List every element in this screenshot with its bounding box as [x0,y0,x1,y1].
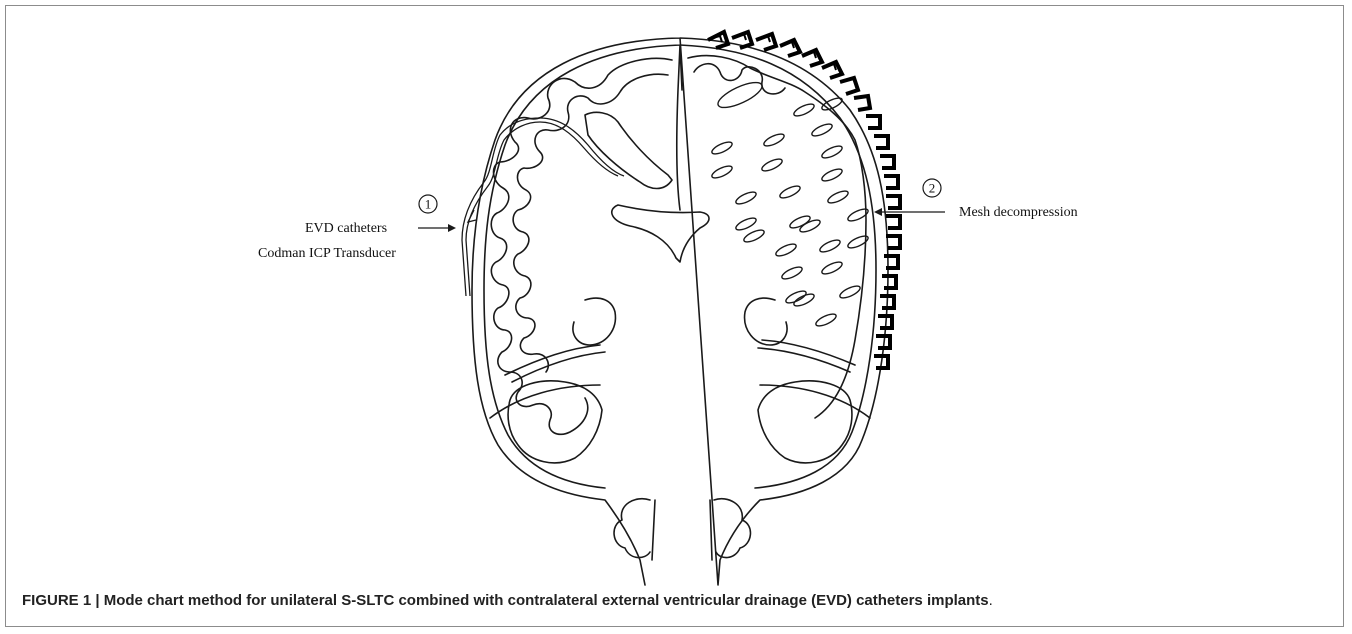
large-oval [715,78,765,113]
dura-outline [484,45,876,488]
right-inner-cortex [694,64,785,94]
herniation-marks [710,78,869,329]
tentorium-left [490,385,600,418]
callout-2-label: Mesh decompression [959,205,1078,220]
callout-1-arrowhead [448,224,456,232]
callout-1-number: 1 [425,197,432,212]
right-cortex [688,56,866,418]
left-cerebellum [508,381,602,463]
callout-1-label-line-1: EVD catheters [305,221,387,236]
callout-1-label-line-2: Codman ICP Transducer [258,246,396,261]
callout-2-arrowhead [874,208,882,216]
falx-midline [677,45,682,210]
left-ventricle [585,112,672,188]
figure-caption-text: FIGURE 1 | Mode chart method for unilate… [22,592,989,609]
brainstem [652,500,712,560]
left-insula [573,298,615,345]
right-insula [745,298,787,345]
right-tonsil [714,499,750,558]
skull-outline [472,38,888,585]
callout-2-number: 2 [929,181,936,196]
left-tonsil [614,499,650,558]
tentorium-right [760,385,870,418]
figure-caption: FIGURE 1 | Mode chart method for unilate… [22,592,1332,609]
evd-catheter [462,118,624,296]
figure-caption-period: . [989,592,993,609]
